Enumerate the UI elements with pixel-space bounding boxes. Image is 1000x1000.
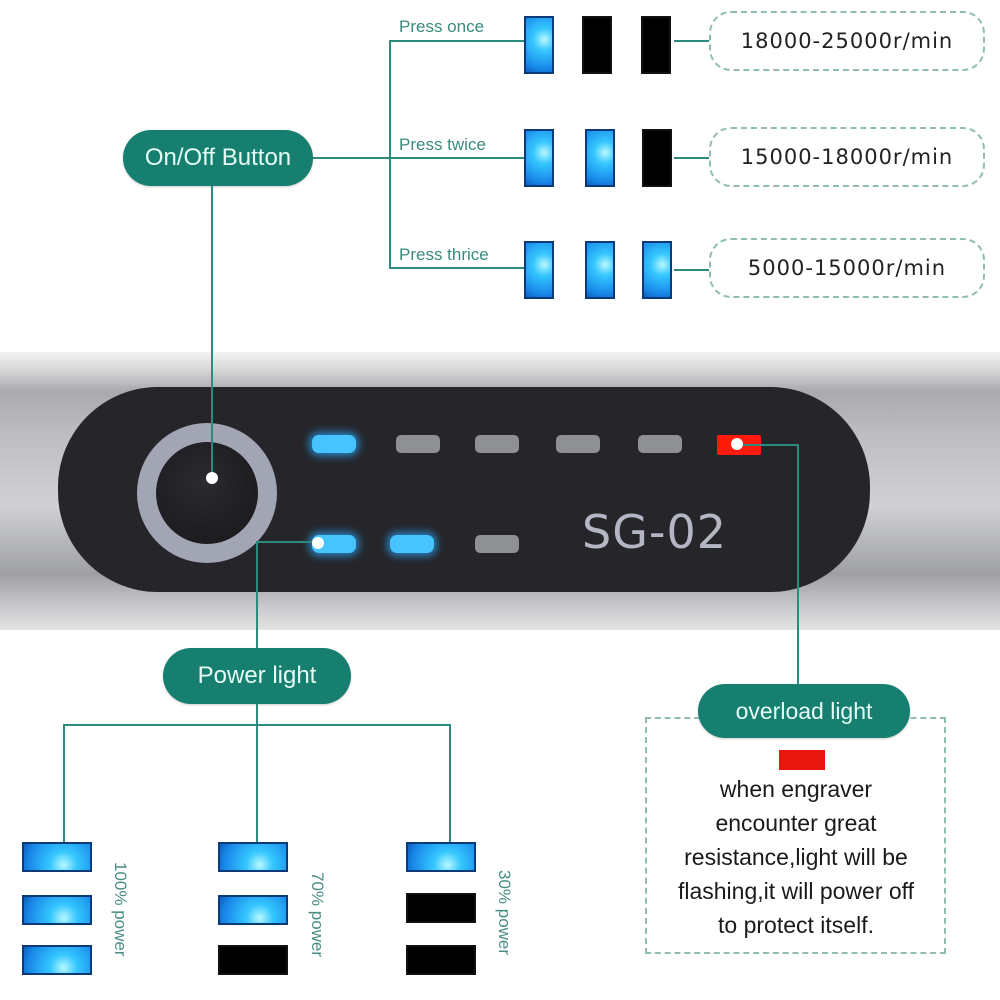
power70-led-3-off [218, 945, 288, 975]
overload-leader-vertical [797, 444, 799, 686]
power30-led-2-off [406, 893, 476, 923]
power-100-label: 100% power [111, 862, 130, 957]
speed-led-1 [312, 435, 356, 453]
speed-led-4 [556, 435, 600, 453]
overload-light-callout: overload light [698, 684, 910, 738]
power-tree-stem [256, 704, 258, 842]
press-once-label: Press once [399, 17, 485, 36]
power-30-label: 30% power [495, 870, 514, 956]
connector-speed3 [674, 269, 710, 271]
speed-led-5 [638, 435, 682, 453]
power-tree-bar [63, 724, 451, 726]
power70-led-2 [218, 895, 288, 925]
overload-text-line-5: to protect itself. [718, 912, 874, 938]
press-thrice-label: Press thrice [399, 245, 489, 264]
mode3-led-2-on [585, 241, 615, 299]
overload-red-indicator [779, 750, 825, 770]
power-70-label: 70% power [308, 872, 327, 958]
connector-thrice [389, 267, 525, 269]
connector-twice [310, 157, 525, 159]
mode3-led-3-on [642, 241, 672, 299]
on-off-leader [211, 186, 213, 478]
power-leader-vertical [256, 541, 258, 651]
connector-vertical-modes [389, 40, 391, 268]
power70-led-1 [218, 842, 288, 872]
power100-led-3 [22, 945, 92, 975]
power-leader-horizontal [257, 541, 317, 543]
power-led-2 [390, 535, 434, 553]
power-led-3 [475, 535, 519, 553]
power-tree-left [63, 724, 65, 842]
speed-led-2 [396, 435, 440, 453]
mode3-led-1-on [524, 241, 554, 299]
on-off-pointer-dot [206, 472, 218, 484]
model-label: SG-02 [582, 505, 727, 559]
power100-led-1 [22, 842, 92, 872]
power-tree-right [449, 724, 451, 842]
speed-range-1: 18000-25000r/min [709, 11, 985, 71]
overload-text-line-3: resistance,light will be [684, 844, 908, 870]
mode2-led-1-on [524, 129, 554, 187]
power-button-center[interactable] [156, 442, 258, 544]
power-light-callout: Power light [163, 648, 351, 704]
overload-text-line-4: flashing,it will power off [677, 878, 915, 904]
on-off-button-callout: On/Off Button [123, 130, 313, 186]
mode2-led-3-off [642, 129, 672, 187]
power30-led-1 [406, 842, 476, 872]
mode1-led-1-on [524, 16, 554, 74]
overload-text-line-1: when engraver [719, 776, 873, 802]
mode1-led-2-off [582, 16, 612, 74]
mode1-led-3-off [641, 16, 671, 74]
mode2-led-2-on [585, 129, 615, 187]
speed-led-3 [475, 435, 519, 453]
overload-pointer-dot [731, 438, 743, 450]
speed-range-2: 15000-18000r/min [709, 127, 985, 187]
power-pointer-dot [312, 537, 324, 549]
speed-range-3: 5000-15000r/min [709, 238, 985, 298]
overload-text-line-2: encounter great [715, 810, 877, 836]
overload-leader-horizontal [737, 444, 799, 446]
connector-once [389, 40, 525, 42]
power30-led-3-off [406, 945, 476, 975]
connector-speed1 [674, 40, 710, 42]
connector-speed2 [674, 157, 710, 159]
overload-description-text: when engraver encounter great resistance… [648, 772, 944, 942]
power100-led-2 [22, 895, 92, 925]
press-twice-label: Press twice [399, 135, 486, 154]
